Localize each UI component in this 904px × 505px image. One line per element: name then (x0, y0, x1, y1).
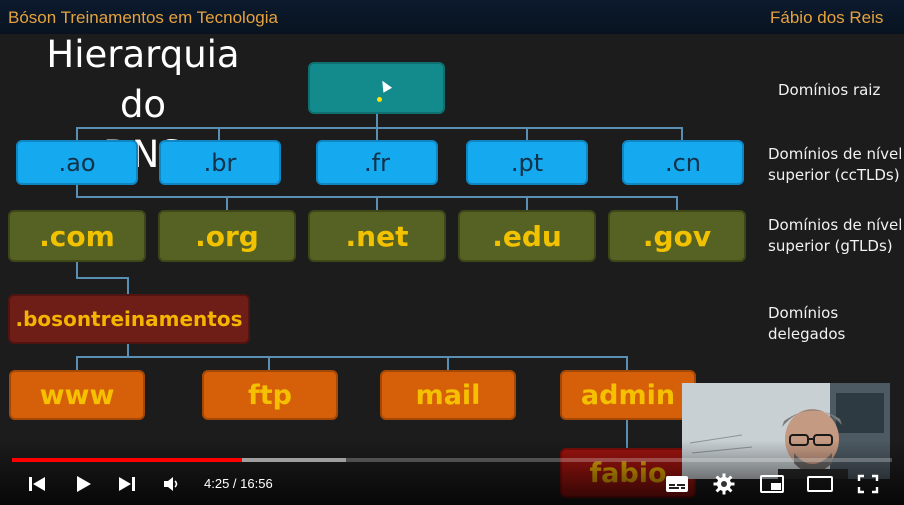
label-delegated: Domínios delegados (768, 303, 845, 345)
cctld-br: .br (159, 140, 281, 185)
connector (127, 277, 129, 294)
next-icon (119, 477, 135, 491)
cctld-pt: .pt (466, 140, 588, 185)
label-gtld-line1: Domínios de nível (768, 216, 903, 234)
volume-button[interactable] (161, 470, 183, 498)
connector (218, 127, 220, 140)
connector (76, 277, 128, 279)
progress-played (12, 458, 242, 462)
connector (76, 356, 628, 358)
delegated-domain: .bosontreinamentos (8, 294, 250, 344)
label-cctld-line2: superior (ccTLDs) (768, 166, 900, 184)
host-www: www (9, 370, 145, 420)
slide-title-line1: Hierarquia do (46, 33, 240, 126)
cctld-ao: .ao (16, 140, 138, 185)
connector (76, 262, 78, 278)
gtld-edu: .edu (458, 210, 596, 262)
connector (376, 196, 378, 210)
gtld-net: .net (308, 210, 446, 262)
connector (127, 344, 129, 357)
connector (76, 184, 78, 196)
label-gtld: Domínios de nível superior (gTLDs) (768, 215, 902, 257)
connector (447, 356, 449, 370)
subtitles-button[interactable] (664, 470, 690, 498)
fullscreen-button[interactable] (855, 470, 881, 498)
subtitles-icon (666, 476, 688, 492)
player-controls (0, 440, 904, 505)
connector (626, 420, 628, 448)
progress-bar[interactable] (12, 458, 892, 462)
label-cctld-line1: Domínios de nível (768, 145, 903, 163)
theater-icon (807, 476, 833, 492)
mouse-cursor-icon (377, 78, 393, 93)
settings-button[interactable] (711, 470, 737, 498)
play-button[interactable] (72, 470, 94, 498)
cursor-dot (377, 97, 382, 102)
connector (268, 356, 270, 370)
label-gtld-line2: superior (gTLDs) (768, 237, 893, 255)
connector (226, 196, 228, 210)
connector (526, 127, 528, 140)
miniplayer-icon (760, 475, 784, 493)
connector (681, 127, 683, 140)
miniplayer-button[interactable] (759, 470, 785, 498)
connector (676, 196, 678, 210)
header-bar: Bóson Treinamentos em Tecnologia Fábio d… (0, 0, 904, 34)
connector (76, 127, 682, 129)
root-node (308, 62, 445, 114)
next-button[interactable] (116, 470, 138, 498)
gtld-com: .com (8, 210, 146, 262)
gtld-org: .org (158, 210, 296, 262)
host-mail: mail (380, 370, 516, 420)
play-icon (77, 476, 91, 492)
fullscreen-icon (857, 474, 879, 494)
gtld-gov: .gov (608, 210, 746, 262)
host-admin: admin (560, 370, 696, 420)
host-ftp: ftp (202, 370, 338, 420)
theater-button[interactable] (806, 470, 834, 498)
cctld-cn: .cn (622, 140, 744, 185)
author-name: Fábio dos Reis (770, 8, 884, 27)
label-delegated-line1: Domínios (768, 304, 839, 322)
label-cctld: Domínios de nível superior (ccTLDs) (768, 144, 902, 186)
volume-icon (164, 477, 178, 491)
channel-name: Bóson Treinamentos em Tecnologia (8, 8, 278, 27)
cctld-fr: .fr (316, 140, 438, 185)
connector (76, 356, 78, 370)
connector (376, 114, 378, 128)
connector (76, 127, 78, 140)
time-display: 4:25 / 16:56 (204, 476, 273, 491)
connector (526, 196, 528, 210)
label-delegated-line2: delegados (768, 325, 846, 343)
connector (626, 356, 628, 370)
label-root: Domínios raiz (778, 81, 881, 99)
previous-icon (29, 477, 45, 491)
connector (376, 127, 378, 140)
settings-icon (713, 473, 735, 495)
previous-button[interactable] (26, 470, 48, 498)
